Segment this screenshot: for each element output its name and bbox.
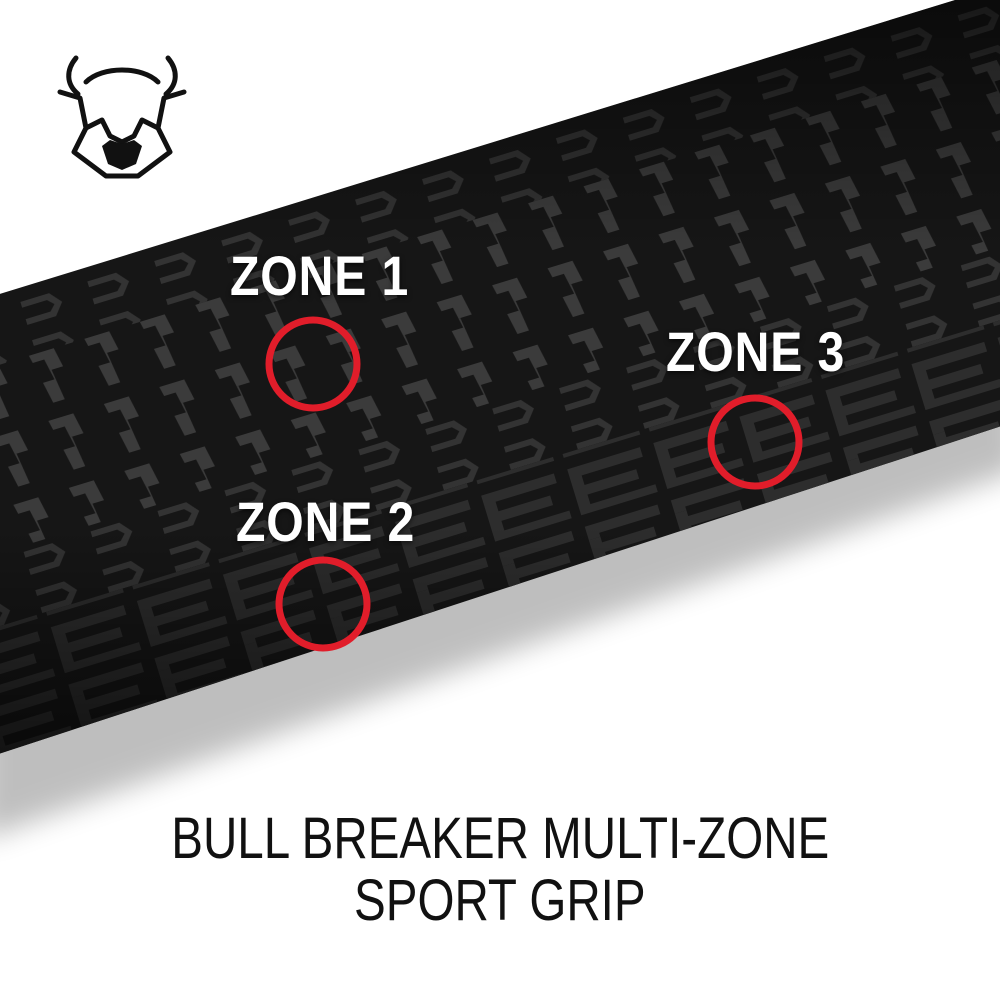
zone-3-marker-icon [707,394,803,490]
product-caption: BULL BREAKER MULTI-ZONE SPORT GRIP [0,808,1000,932]
caption-line-2: SPORT GRIP [354,868,646,933]
zone-2-label: ZONE 2 [236,490,416,553]
zone-2-marker-icon [275,556,371,652]
zone-1-label: ZONE 1 [230,244,410,307]
zone-1-marker-icon [265,316,361,412]
bull-head-icon [57,55,187,179]
zone-3-label: ZONE 3 [666,320,846,383]
caption-line-1: BULL BREAKER MULTI-ZONE [170,806,830,871]
